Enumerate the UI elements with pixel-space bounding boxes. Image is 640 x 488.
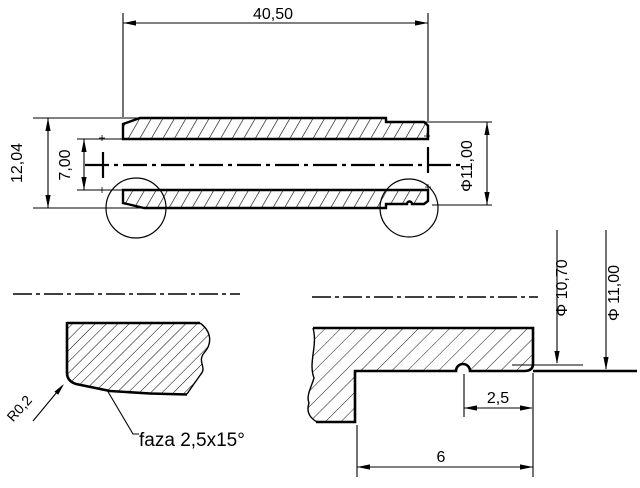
detail-view-right: Φ 10,70 Φ 11,00 2,5 6 <box>307 230 637 477</box>
arrowhead <box>464 405 477 411</box>
arrowhead <box>484 192 490 205</box>
dim-od-left-label: 12,04 <box>9 143 26 183</box>
arrowhead <box>415 20 428 26</box>
dim-step-len-label: 6 <box>437 449 446 466</box>
arrowhead <box>357 464 370 470</box>
dim-bore-label: 7,00 <box>57 149 74 180</box>
detail-left-section <box>67 323 210 394</box>
arrowhead <box>554 351 560 364</box>
chamfer-note-label: faza 2,5x15° <box>139 430 245 451</box>
dim-od-right <box>424 121 492 206</box>
dim-groove-pos-label: 2,5 <box>487 390 509 407</box>
arrowhead <box>520 405 533 411</box>
groove-dia-label: Φ 10,70 <box>554 259 571 316</box>
detail-left-break-line <box>186 322 211 395</box>
dim-od-right-label: Φ11,00 <box>459 140 476 192</box>
arrowhead <box>45 195 51 208</box>
detail-right-profile-edge <box>313 326 535 424</box>
arrowhead <box>45 118 51 131</box>
radius-leader-arrowhead <box>54 384 64 395</box>
detail-right-section <box>307 328 533 422</box>
reference-point-marks <box>99 133 431 193</box>
chamfer-leader-line <box>106 389 139 435</box>
arrowhead <box>81 177 87 190</box>
upper-wall-section <box>123 118 428 139</box>
main-section-view: 40,50 12,04 7,00 Φ11,00 <box>9 6 492 239</box>
lower-wall-section <box>123 190 428 208</box>
arrowhead <box>603 357 609 370</box>
arrowhead <box>484 122 490 135</box>
arrowhead <box>81 139 87 152</box>
detail-circle-right <box>379 178 439 238</box>
dim-length-label: 40,50 <box>253 6 293 23</box>
od-dia-label: Φ 11,00 <box>606 265 623 321</box>
radius-label: R0,2 <box>3 392 35 425</box>
dim-length <box>122 13 429 121</box>
arrowhead <box>123 20 136 26</box>
arrowhead <box>520 464 533 470</box>
lower-wall-outline <box>121 188 430 210</box>
dim-od-left <box>33 117 144 209</box>
dim-step-len <box>356 373 534 477</box>
detail-left-profile-edge <box>65 322 188 396</box>
detail-right-break-line <box>307 327 318 423</box>
detail-view-left: R0,2 faza 2,5x15° <box>3 293 245 451</box>
